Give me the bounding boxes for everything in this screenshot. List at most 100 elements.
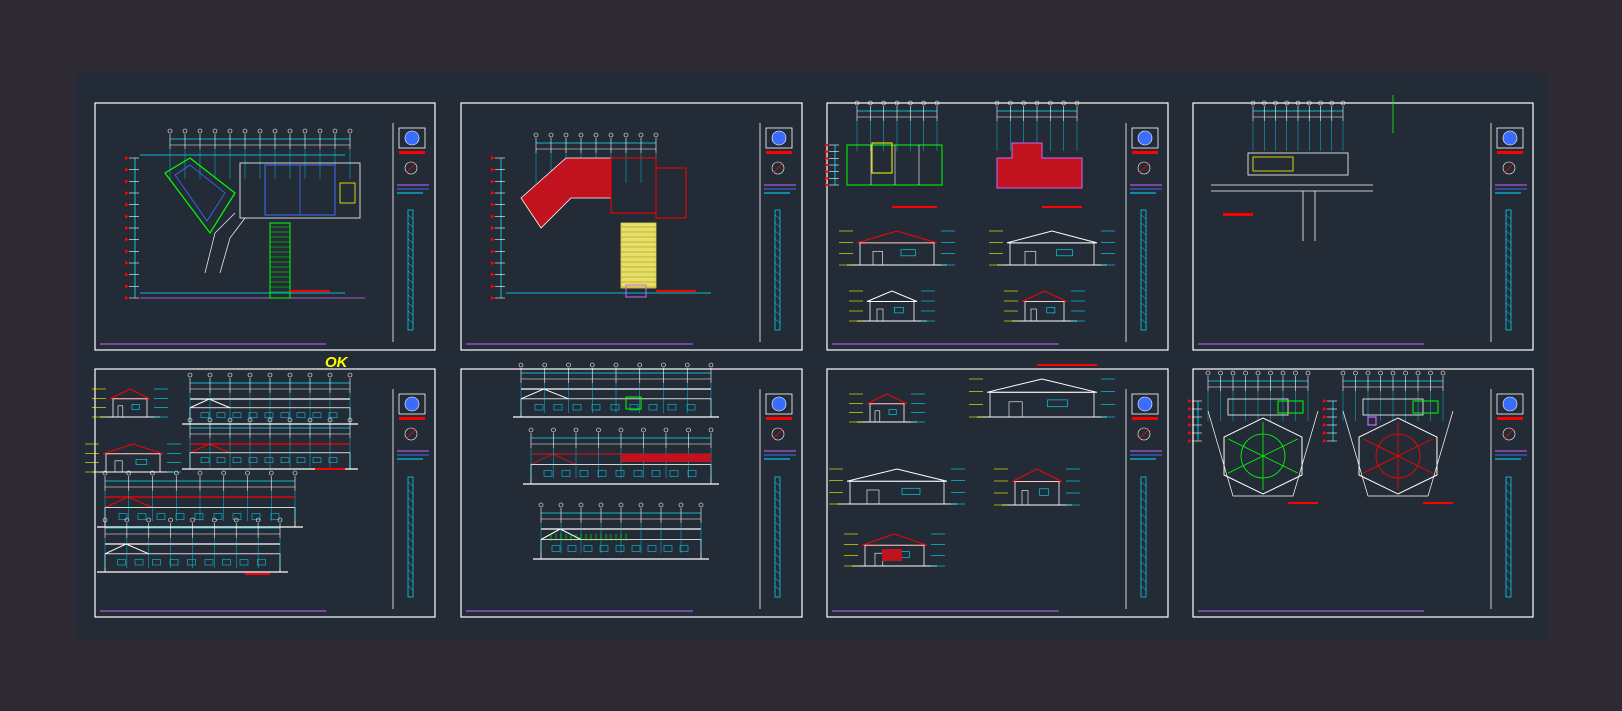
title-lettering-stroke xyxy=(1505,561,1512,567)
title-lettering-stroke xyxy=(1140,577,1147,583)
level-marker xyxy=(1188,431,1192,435)
drawing-sheet-4 xyxy=(1192,95,1534,351)
north-arrow-needle xyxy=(1138,162,1150,174)
grid-bubble xyxy=(242,128,248,134)
roof-red-band xyxy=(621,454,711,462)
window-opening xyxy=(567,545,577,552)
window-opening xyxy=(687,470,697,477)
grid-bubble xyxy=(146,517,152,523)
title-block-vertical-title xyxy=(774,476,781,598)
grid-bubble xyxy=(528,427,534,433)
hex-center-ring xyxy=(1240,433,1286,479)
roof-gable xyxy=(104,543,149,555)
window-opening xyxy=(280,412,290,418)
hex-accent-box xyxy=(1367,416,1377,426)
level-marker xyxy=(125,249,129,254)
level-marker xyxy=(491,226,495,230)
window-opening xyxy=(216,457,226,463)
grid-bubble xyxy=(187,417,193,423)
window-opening xyxy=(615,545,625,552)
level-marker xyxy=(491,249,495,254)
roof-yellow-walkway xyxy=(620,222,657,289)
north-arrow-icon xyxy=(1137,427,1151,441)
window-opening xyxy=(118,513,128,520)
grid-bubble xyxy=(190,517,195,523)
door-opening xyxy=(872,251,883,266)
title-lettering-stroke xyxy=(1505,529,1512,535)
title-lettering-stroke xyxy=(1505,286,1512,292)
title-lettering-stroke xyxy=(407,561,414,567)
title-lettering-stroke xyxy=(1505,230,1512,236)
grid-bubble xyxy=(212,517,217,523)
level-marker xyxy=(491,261,495,265)
title-lettering-stroke xyxy=(407,318,414,324)
level-marker xyxy=(491,167,495,172)
title-lettering-stroke xyxy=(407,585,414,591)
window-opening xyxy=(631,545,641,552)
grid-bubble xyxy=(663,427,669,433)
grid-bubble xyxy=(598,502,604,508)
grid-bubble xyxy=(608,132,614,138)
logo-emblem xyxy=(404,396,420,412)
title-lettering-stroke xyxy=(774,294,781,300)
access-path xyxy=(219,217,246,274)
grid-bubble xyxy=(102,517,108,523)
grid-bubble xyxy=(221,470,227,476)
level-marker xyxy=(825,183,829,187)
title-lettering-stroke xyxy=(1140,310,1147,316)
grid-bubble xyxy=(638,132,644,138)
title-block-vertical-title xyxy=(1140,209,1147,331)
level-marker xyxy=(825,156,829,161)
level-marker xyxy=(491,202,495,207)
level-marker xyxy=(125,237,129,242)
window-opening xyxy=(599,545,609,552)
hex-rafter xyxy=(1228,455,1264,474)
logo-bar xyxy=(1132,151,1158,154)
grid-bubble xyxy=(102,470,108,476)
grid-bubble xyxy=(187,372,193,378)
title-lettering-stroke xyxy=(1505,310,1512,316)
title-lettering-stroke xyxy=(407,230,414,236)
window-opening xyxy=(216,412,226,418)
hex-rafter xyxy=(1262,438,1298,457)
grid-bubble xyxy=(347,128,353,134)
grid-bubble xyxy=(868,100,873,106)
window-opening xyxy=(152,559,161,566)
window-opening xyxy=(200,457,210,463)
building-footprint-inner xyxy=(1252,156,1294,172)
hex-perimeter xyxy=(1342,410,1454,497)
window-opening xyxy=(888,409,897,415)
title-lettering-stroke xyxy=(1505,302,1512,308)
rotated-wing-outline xyxy=(164,157,236,235)
title-block-vertical-title xyxy=(1505,209,1512,331)
level-marker xyxy=(491,214,495,219)
grid-bubble xyxy=(921,100,926,106)
grid-bubble xyxy=(347,417,353,423)
title-lettering-stroke xyxy=(407,246,414,252)
grid-bubble xyxy=(1305,370,1311,376)
rotated-wing-interior xyxy=(174,164,226,222)
title-lettering-stroke xyxy=(1505,481,1512,487)
window-opening xyxy=(561,470,571,477)
window-opening xyxy=(156,513,166,520)
title-lettering-stroke xyxy=(407,577,414,583)
level-marker xyxy=(491,272,495,277)
grid-bubble xyxy=(124,517,130,523)
title-lettering-stroke xyxy=(407,270,414,276)
grid-bubble xyxy=(593,132,599,138)
title-block-logo xyxy=(398,127,426,154)
grid-bubble xyxy=(638,502,644,508)
grid-bubble xyxy=(533,132,539,138)
window-opening xyxy=(629,404,639,411)
title-lettering-stroke xyxy=(1505,222,1512,228)
grid-bubble xyxy=(1268,370,1273,376)
logo-emblem xyxy=(1502,396,1518,412)
grid-bubble xyxy=(150,470,155,476)
main-block-outline xyxy=(239,162,361,219)
title-lettering-stroke xyxy=(774,302,781,308)
logo-bar xyxy=(1497,417,1523,420)
grid-bubble xyxy=(327,372,333,378)
sheet-border xyxy=(94,102,436,351)
grid-bubble xyxy=(1318,100,1323,106)
title-block-vertical-title xyxy=(1505,476,1512,598)
